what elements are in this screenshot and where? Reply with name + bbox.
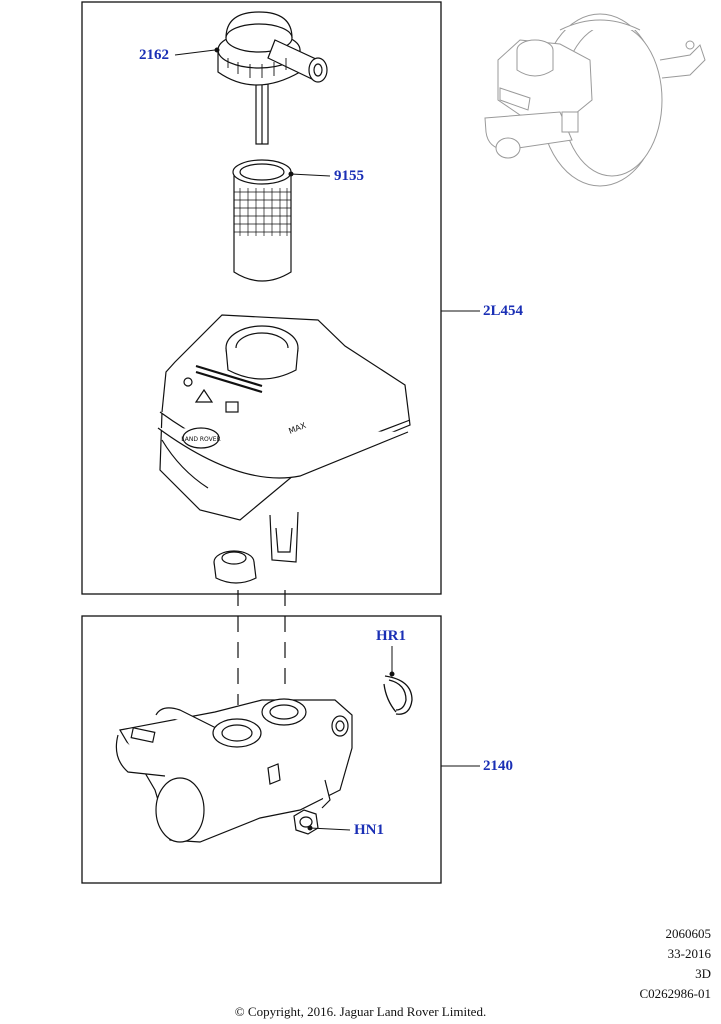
retaining-clip-illustration (383, 675, 413, 715)
reference-code-1: 2060605 (665, 926, 712, 941)
callout-HR1[interactable]: HR1 (376, 628, 406, 644)
land-rover-logo: LAND ROVER (181, 436, 220, 443)
master-cylinder-illustration (115, 698, 353, 843)
copyright-notice: © Copyright, 2016. Jaguar Land Rover Lim… (234, 1004, 487, 1019)
callout-2140[interactable]: 2140 (483, 758, 513, 774)
reservoir-illustration: LAND ROVER MAX (157, 314, 411, 584)
illustration-id: C0262986-01 (639, 986, 712, 1001)
view-label: 3D (695, 966, 711, 981)
booster-context-view (484, 13, 706, 187)
assembly-dash-lines (237, 590, 286, 705)
callout-9155[interactable]: 9155 (334, 168, 364, 184)
callout-2L454[interactable]: 2L454 (483, 303, 524, 319)
reference-code-2: 33-2016 (667, 946, 711, 961)
filter-illustration (232, 159, 292, 282)
master-cylinder-frame (81, 615, 442, 884)
callout-HN1[interactable]: HN1 (354, 822, 384, 838)
reservoir-cap-illustration (217, 11, 328, 145)
nut-illustration (293, 809, 319, 835)
leader-lines (174, 47, 480, 831)
reservoir-kit-frame (81, 1, 442, 595)
callout-2162[interactable]: 2162 (139, 47, 169, 63)
